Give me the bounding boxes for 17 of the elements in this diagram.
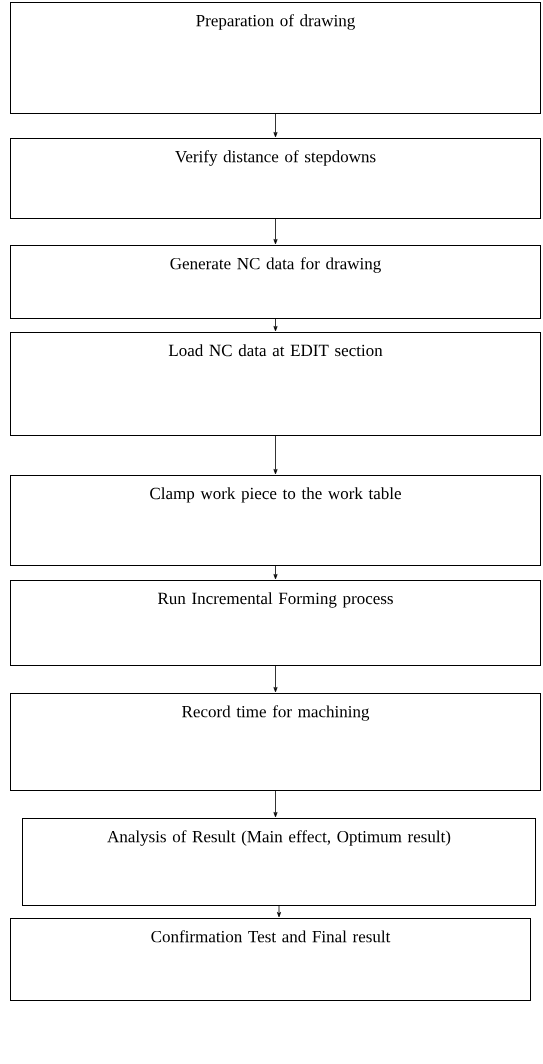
arrow xyxy=(273,790,278,818)
arrow xyxy=(273,113,278,138)
process-box: Record time for machining xyxy=(10,693,541,791)
process-box: Analysis of Result (Main effect, Optimum result) xyxy=(22,818,536,906)
arrow xyxy=(273,435,278,475)
process-box: Confirmation Test and Final result xyxy=(10,918,531,1001)
process-box: Verify distance of stepdowns xyxy=(10,138,541,219)
arrow xyxy=(273,565,278,580)
arrow xyxy=(273,665,278,693)
arrow xyxy=(277,905,281,918)
arrow xyxy=(273,318,278,332)
process-box: Generate NC data for drawing xyxy=(10,245,541,319)
process-box: Run Incremental Forming process xyxy=(10,580,541,666)
process-box: Load NC data at EDIT section xyxy=(10,332,541,436)
process-box: Clamp work piece to the work table xyxy=(10,475,541,566)
arrow xyxy=(273,218,278,245)
process-box: Preparation of drawing xyxy=(10,2,541,114)
